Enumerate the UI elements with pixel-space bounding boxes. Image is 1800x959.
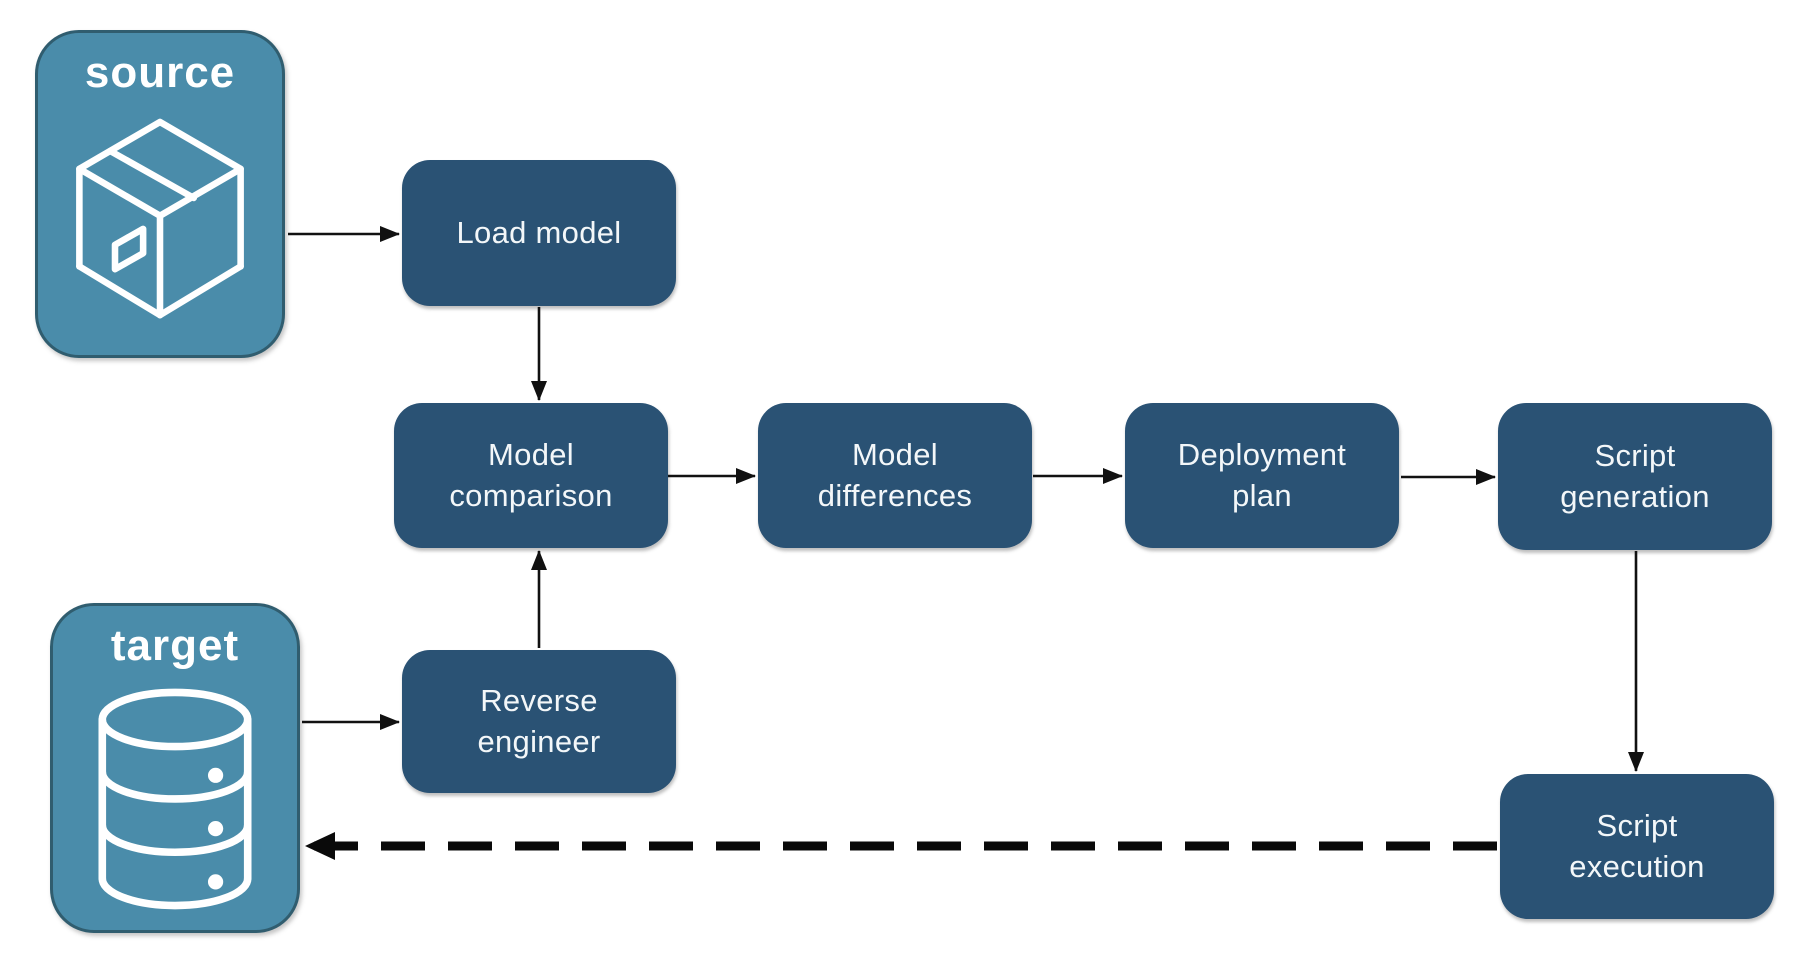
node-model-comparison: Model comparison	[394, 403, 668, 548]
node-model-differences: Model differences	[758, 403, 1032, 548]
node-reverse-engineer: Reverse engineer	[402, 650, 676, 793]
node-deployment-plan: Deployment plan	[1125, 403, 1399, 548]
node-load-model: Load model	[402, 160, 676, 306]
node-reverse-engineer-label: Reverse engineer	[477, 683, 601, 759]
database-icon	[82, 680, 268, 923]
node-script-execution-label: Script execution	[1569, 808, 1705, 884]
node-script-generation-label: Script generation	[1560, 438, 1710, 514]
node-model-differences-label: Model differences	[817, 437, 973, 513]
node-deployment-plan-label: Deployment plan	[1177, 437, 1347, 513]
node-script-generation: Script generation	[1498, 403, 1772, 550]
target-label: target	[110, 621, 240, 670]
target-container: target	[50, 603, 300, 933]
node-model-comparison-label: Model comparison	[449, 437, 613, 513]
node-script-execution: Script execution	[1500, 774, 1774, 919]
source-label: source	[84, 48, 236, 97]
package-icon	[56, 107, 264, 337]
node-load-model-label: Load model	[456, 214, 622, 250]
source-container: source	[35, 30, 285, 358]
